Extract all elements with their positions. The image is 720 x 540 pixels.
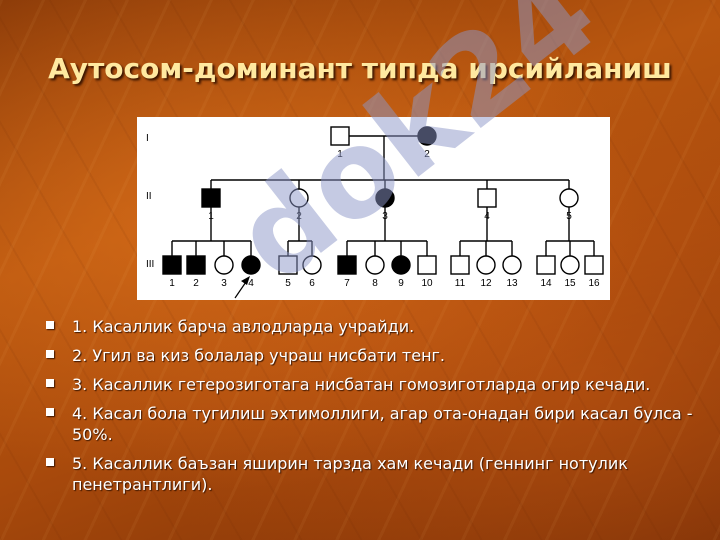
bullet-square-icon <box>46 458 54 466</box>
gen3-member-label: 4 <box>248 278 254 289</box>
gen3-member-female <box>502 255 522 275</box>
gen2-member-male <box>201 188 221 208</box>
gen2-member-male <box>477 188 497 208</box>
gen3-member-female <box>391 255 411 275</box>
bullet-item: 2. Угил ва киз болалар учраш нисбати тен… <box>46 345 696 366</box>
bullet-square-icon <box>46 321 54 329</box>
bullet-list: 1. Касаллик барча авлодларда учрайди. 2.… <box>46 316 696 503</box>
gen3-member-label: 8 <box>372 278 378 289</box>
gen3-member-label: 15 <box>564 278 576 289</box>
gen3-member-female <box>214 255 234 275</box>
pedigree-chart: IIIIII121234512345678910111213141516 <box>137 117 610 300</box>
gen1-member-label: 1 <box>337 149 343 160</box>
gen3-member-label: 1 <box>169 278 175 289</box>
gen3-member-label: 10 <box>421 278 433 289</box>
gen3-member-male <box>186 255 206 275</box>
gen3-member-male <box>417 255 437 275</box>
gen3-member-female <box>476 255 496 275</box>
gen3-member-label: 11 <box>455 278 466 289</box>
gen2-member-female <box>289 188 309 208</box>
bullet-text: 2. Угил ва киз болалар учраш нисбати тен… <box>72 346 446 365</box>
gen3-member-female <box>302 255 322 275</box>
gen3-member-male <box>536 255 556 275</box>
bullet-item: 5. Касаллик баъзан яширин тарзда хам кеч… <box>46 453 696 495</box>
gen2-member-female <box>375 188 395 208</box>
gen3-member-female <box>241 255 261 275</box>
slide-title: Аутосом-доминант типда ирсийланиш <box>48 52 672 85</box>
bullet-item: 1. Касаллик барча авлодларда учрайди. <box>46 316 696 337</box>
bullet-square-icon <box>46 408 54 416</box>
proband-arrowhead-icon <box>241 276 250 285</box>
gen3-member-male <box>278 255 298 275</box>
bullet-text: 3. Касаллик гетерозиготага нисбатан гомо… <box>72 375 651 394</box>
generation-label: II <box>146 191 152 202</box>
gen3-member-label: 6 <box>309 278 315 289</box>
bullet-text: 4. Касал бола тугилиш эхтимоллиги, агар … <box>72 404 693 444</box>
generation-label: I <box>146 133 149 144</box>
bullet-square-icon <box>46 350 54 358</box>
generation-label: III <box>146 259 154 270</box>
gen1-member-label: 2 <box>424 149 430 160</box>
gen3-member-label: 7 <box>344 278 350 289</box>
gen1-member-female <box>417 126 437 146</box>
gen3-member-label: 9 <box>398 278 404 289</box>
gen3-member-female <box>560 255 580 275</box>
bullet-item: 3. Касаллик гетерозиготага нисбатан гомо… <box>46 374 696 395</box>
gen3-member-label: 2 <box>193 278 199 289</box>
gen3-member-male <box>450 255 470 275</box>
gen3-member-label: 5 <box>285 278 291 289</box>
bullet-square-icon <box>46 379 54 387</box>
gen3-member-label: 3 <box>221 278 227 289</box>
gen3-member-female <box>365 255 385 275</box>
gen3-member-label: 16 <box>588 278 600 289</box>
bullet-text: 1. Касаллик барча авлодларда учрайди. <box>72 317 415 336</box>
gen3-member-male <box>337 255 357 275</box>
gen3-member-label: 12 <box>480 278 492 289</box>
pedigree-svg: IIIIII121234512345678910111213141516 <box>146 126 604 299</box>
bullet-text: 5. Касаллик баъзан яширин тарзда хам кеч… <box>72 454 628 494</box>
gen3-member-male <box>162 255 182 275</box>
gen3-member-male <box>584 255 604 275</box>
gen2-member-female <box>559 188 579 208</box>
gen3-member-label: 14 <box>540 278 552 289</box>
gen3-member-label: 13 <box>506 278 518 289</box>
gen1-member-male <box>330 126 350 146</box>
bullet-item: 4. Касал бола тугилиш эхтимоллиги, агар … <box>46 403 696 445</box>
